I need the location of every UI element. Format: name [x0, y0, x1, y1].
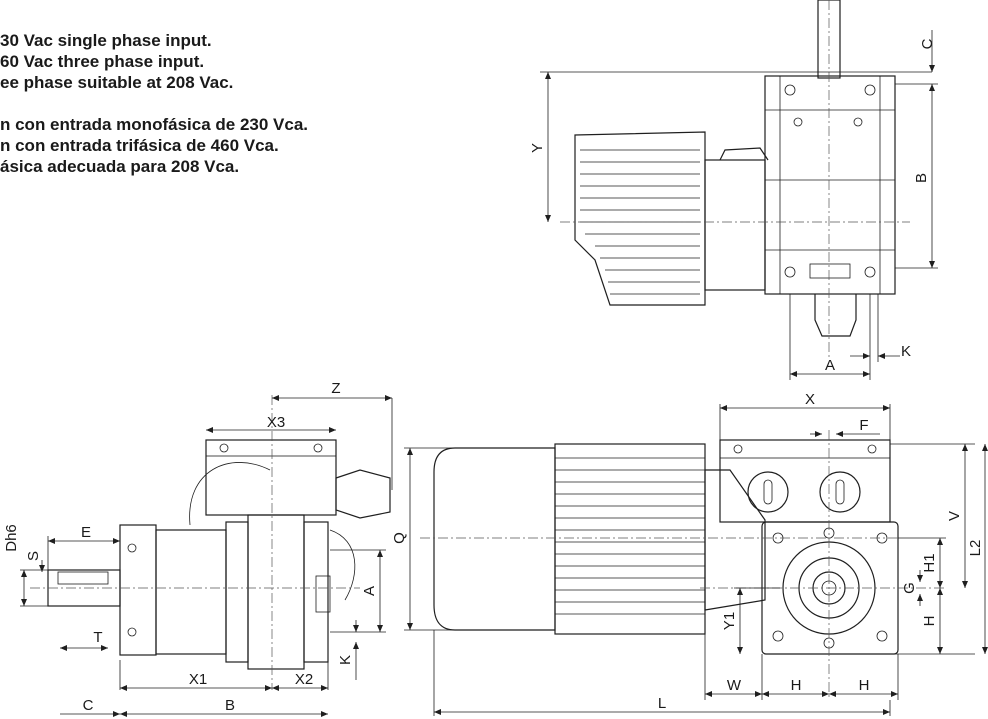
- note-line-7: ásica adecuada para 208 Vca.: [0, 157, 240, 176]
- note-line-6: n con entrada trifásica de 460 Vca.: [0, 136, 279, 155]
- label-B-top: B: [913, 173, 930, 183]
- label-X2: X2: [295, 671, 313, 688]
- label-Y1: Y1: [721, 612, 738, 630]
- label-A-side: A: [361, 586, 378, 596]
- label-G: G: [901, 582, 918, 594]
- label-Z: Z: [331, 380, 340, 397]
- label-C-top: C: [919, 38, 936, 49]
- label-X3: X3: [267, 414, 285, 431]
- note-line-2: 60 Vac three phase input.: [0, 52, 205, 71]
- label-S: S: [25, 551, 42, 561]
- notes-block: 30 Vac single phase input. 60 Vac three …: [0, 30, 470, 177]
- label-H-bottom-right: H: [859, 677, 870, 694]
- note-line-5: n con entrada monofásica de 230 Vca.: [0, 115, 309, 134]
- label-Y-top: Y: [529, 143, 546, 153]
- label-F: F: [859, 417, 868, 434]
- note-line-3: ee phase suitable at 208 Vac.: [0, 73, 234, 92]
- label-L2: L2: [967, 540, 984, 557]
- label-H1: H1: [921, 553, 938, 572]
- label-W: W: [727, 677, 742, 694]
- top-view: C Y B A K: [529, 0, 938, 380]
- label-L: L: [658, 695, 666, 712]
- label-E: E: [81, 524, 91, 541]
- label-V: V: [946, 511, 963, 521]
- label-K-top: K: [901, 343, 911, 360]
- front-view: X F Q V L2 H1 G H Y1 W H H L: [391, 391, 988, 716]
- side-view: Z X3 E Dh6 S T A K X1 X2 C B: [3, 380, 393, 717]
- label-Dh6: Dh6: [3, 524, 20, 552]
- label-K-side: K: [337, 655, 354, 665]
- label-H-vertical: H: [921, 616, 938, 627]
- label-X1: X1: [189, 671, 207, 688]
- label-B-bottom: B: [225, 697, 235, 714]
- label-C-bottom: C: [83, 697, 94, 714]
- label-X: X: [805, 391, 815, 408]
- label-A-top: A: [825, 357, 835, 374]
- label-T: T: [93, 629, 102, 646]
- label-Q: Q: [391, 532, 408, 544]
- label-H-bottom-left: H: [791, 677, 802, 694]
- note-line-1: 30 Vac single phase input.: [0, 31, 212, 50]
